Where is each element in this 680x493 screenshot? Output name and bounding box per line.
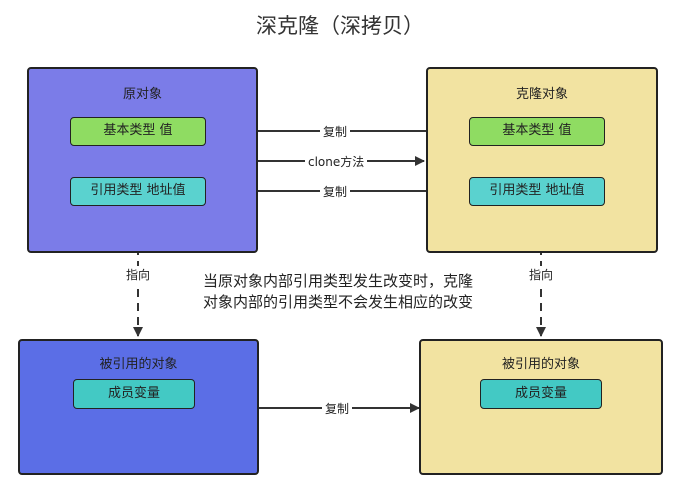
referenced-object-right-label: 被引用的对象	[501, 357, 580, 372]
copy-object-label: 复制	[322, 400, 353, 417]
clone-method-label: clone方法	[305, 153, 368, 170]
diagram-title: 深克隆（深拷贝）	[256, 14, 424, 38]
copy-ref-label: 复制	[320, 183, 351, 200]
original-object-label: 原对象	[122, 87, 162, 102]
point-right-label: 指向	[526, 266, 557, 283]
clone-object-box: 克隆对象	[426, 67, 658, 253]
clone-basic-chip: 基本类型 值	[469, 117, 605, 146]
referenced-object-left-label: 被引用的对象	[99, 357, 178, 372]
clone-ref-chip: 引用类型 地址值	[469, 177, 605, 206]
explanation-note: 当原对象内部引用类型发生改变时，克隆对象内部的引用类型不会发生相应的改变	[203, 272, 474, 311]
clone-object-label: 克隆对象	[515, 87, 568, 102]
original-basic-chip: 基本类型 值	[70, 117, 206, 146]
copy-basic-label: 复制	[320, 123, 351, 140]
member-variable-right-chip: 成员变量	[480, 379, 602, 409]
point-left-label: 指向	[123, 266, 154, 283]
member-variable-left-chip: 成员变量	[73, 379, 195, 409]
original-object-box: 原对象	[27, 67, 258, 253]
original-ref-chip: 引用类型 地址值	[70, 177, 206, 206]
